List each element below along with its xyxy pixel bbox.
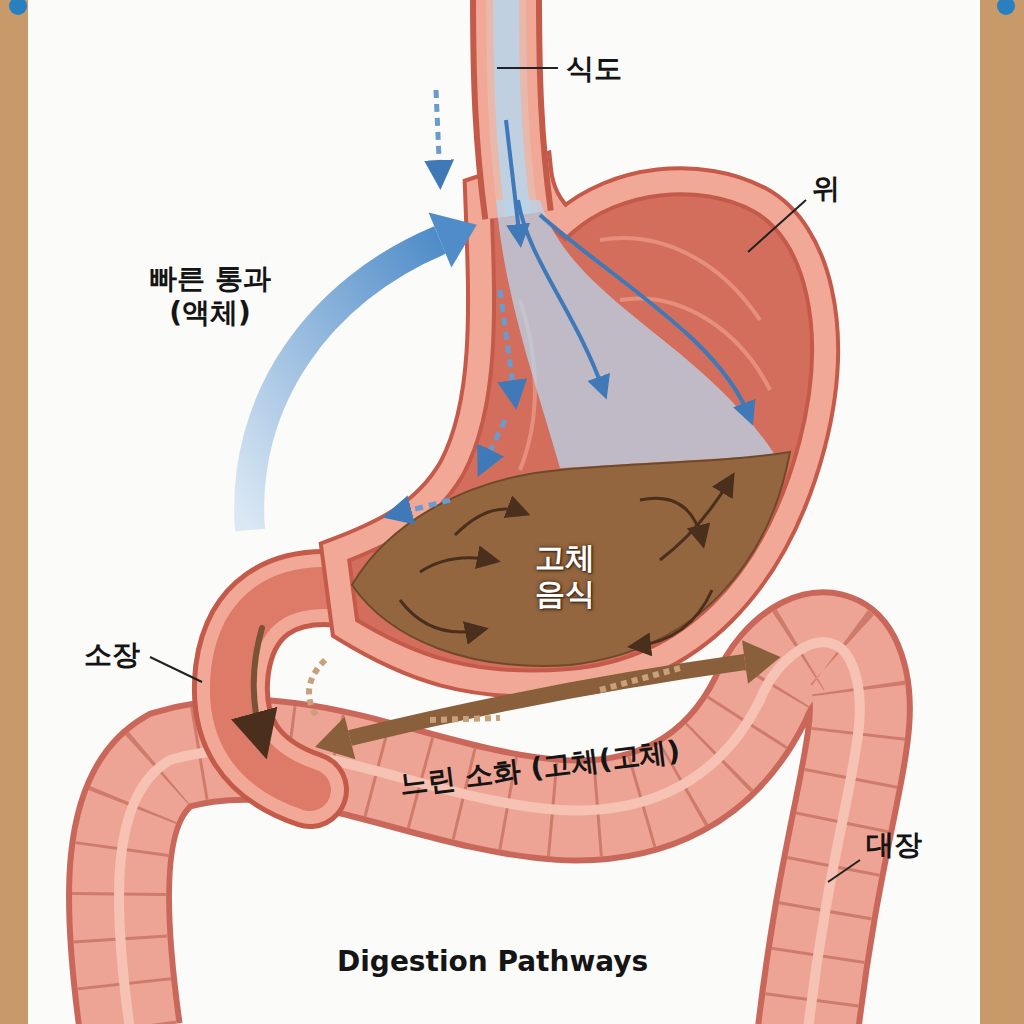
solid-food bbox=[420, 558, 492, 572]
fast-arrow bbox=[429, 212, 477, 267]
fast-arrow bbox=[436, 90, 440, 180]
poster bbox=[9, 0, 27, 15]
solid-food bbox=[660, 480, 730, 560]
slow-arrow bbox=[742, 640, 781, 684]
leader-line bbox=[150, 657, 202, 682]
leader-line bbox=[497, 67, 558, 69]
part-label: 빠른 통과 (액체) bbox=[140, 262, 280, 329]
fast-arrow bbox=[500, 290, 515, 400]
fast-arrow bbox=[392, 500, 450, 515]
liquid-stream bbox=[506, 120, 520, 240]
slow-arrow bbox=[309, 660, 325, 718]
part-label: 위 bbox=[812, 172, 840, 206]
fast-arrow bbox=[482, 420, 505, 468]
solid-food bbox=[400, 600, 480, 632]
liquid-stream bbox=[518, 200, 604, 392]
fast-arrow bbox=[249, 90, 515, 530]
leader-line bbox=[828, 860, 860, 882]
solid-food bbox=[352, 452, 790, 666]
small-intestine bbox=[254, 628, 262, 742]
part-label: 느린 소화 (고체(고체) bbox=[398, 734, 682, 802]
liquid-stream bbox=[496, 200, 775, 468]
solid-food bbox=[352, 452, 790, 666]
leader-line bbox=[748, 200, 806, 252]
part-label: 식도 bbox=[566, 52, 622, 86]
liquid-stream bbox=[496, 120, 775, 468]
poster bbox=[997, 0, 1015, 15]
leader-line bbox=[150, 68, 860, 882]
slow-arrow bbox=[430, 718, 500, 720]
slow-arrow bbox=[600, 668, 680, 690]
solid-food bbox=[455, 509, 522, 535]
caption: Digestion Pathways bbox=[337, 945, 648, 979]
slow-arrow bbox=[315, 717, 355, 760]
part-label: 고체 음식 bbox=[515, 540, 615, 612]
liquid-stream bbox=[540, 215, 750, 418]
part-label: 소장 bbox=[84, 638, 140, 672]
slow-arrow bbox=[350, 662, 745, 738]
solid-food bbox=[640, 498, 702, 540]
part-label: 대장 bbox=[866, 828, 922, 862]
fast-arrow bbox=[249, 240, 440, 530]
slow-arrow bbox=[309, 640, 781, 759]
solid-food bbox=[636, 590, 712, 646]
